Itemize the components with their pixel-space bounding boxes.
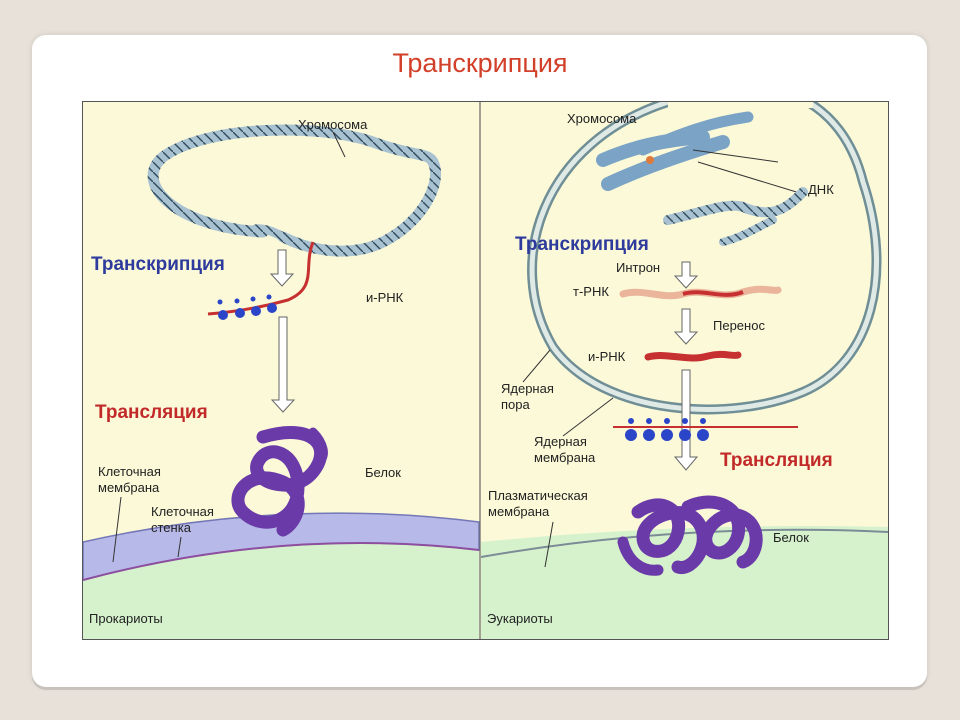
prokaryote-caption: Прокариоты: [89, 611, 163, 626]
plasma-membrane-label-2: мембрана: [488, 504, 550, 519]
prokaryote-panel: Хромосома и-РНК Транскрипция Трансляция …: [83, 117, 480, 639]
prokaryote-mrna-strand: [207, 241, 315, 316]
intron-label: Интрон: [616, 260, 660, 275]
ribosome-icon: [661, 429, 673, 441]
cell-membrane-label-2: мембрана: [98, 480, 160, 495]
prokaryote-chromosome-icon: [147, 124, 439, 238]
plasma-membrane-label-1: Плазматическая: [488, 488, 588, 503]
ribosome-icon: [218, 310, 228, 320]
ribosome-icon: [625, 429, 637, 441]
arrow-down-icon: [673, 308, 699, 345]
arrow-down-icon: [270, 316, 296, 413]
prokaryote-translation-label: Трансляция: [95, 402, 208, 423]
nuclear-pore-label-2: пора: [501, 397, 530, 412]
eukaryote-protein-icon: [617, 495, 763, 576]
eukaryote-mrna-label: и-РНК: [588, 349, 626, 364]
prokaryote-chromosome-label: Хромосома: [298, 117, 368, 132]
trna-label: т-РНК: [573, 284, 609, 299]
cell-membrane-line: [83, 542, 480, 581]
prokaryote-ribosomes: [217, 294, 277, 320]
eukaryote-translation-label: Трансляция: [720, 450, 833, 471]
ribosome-icon: [267, 303, 277, 313]
cell-wall-label-2: стенка: [151, 520, 192, 535]
cell-wall-label-1: Клеточная: [151, 504, 214, 519]
eukaryote-transcription-label: Транскрипция: [515, 234, 649, 255]
nuclear-pore-label-1: Ядерная: [501, 381, 554, 396]
nuclear-membrane-label-2: мембрана: [534, 450, 596, 465]
arrow-down-icon: [269, 249, 295, 287]
eukaryote-caption: Эукариоты: [487, 611, 553, 626]
eukaryote-chromosome-icon: [596, 111, 754, 191]
figure-panel: Хромосома и-РНК Транскрипция Трансляция …: [82, 101, 889, 640]
eukaryote-ribosomes: [625, 418, 709, 441]
eukaryote-outside-area: [481, 526, 888, 639]
ribosome-icon: [643, 429, 655, 441]
prokaryote-mrna-label: и-РНК: [366, 290, 404, 305]
ribosome-icon: [679, 429, 691, 441]
eukaryote-chromosome-label: Хромосома: [567, 111, 637, 126]
process-diagram: Хромосома и-РНК Транскрипция Трансляция …: [83, 102, 888, 639]
dna-label: ДНК: [808, 182, 834, 197]
dna-fragment-icon: [663, 187, 808, 225]
chromosome-pointer: [332, 131, 346, 158]
eukaryote-protein-label: Белок: [773, 530, 809, 545]
ribosome-icon: [697, 429, 709, 441]
prokaryote-protein-label: Белок: [365, 465, 401, 480]
ribosome-icon: [251, 306, 261, 316]
eukaryote-panel: Хромосома ДНК Транскрипция Интрон т-РНК …: [480, 102, 888, 639]
cell-membrane-label-1: Клеточная: [98, 464, 161, 479]
transfer-label: Перенос: [713, 318, 765, 333]
slide-title: Транскрипция: [392, 48, 568, 78]
eukaryote-mrna-strand: [644, 350, 742, 362]
prokaryote-protein-icon: [231, 426, 328, 537]
nuclear-membrane-label-1: Ядерная: [534, 434, 587, 449]
arrow-down-icon: [673, 261, 699, 289]
ribosome-icon: [235, 308, 245, 318]
prokaryote-transcription-label: Транскрипция: [91, 254, 225, 275]
